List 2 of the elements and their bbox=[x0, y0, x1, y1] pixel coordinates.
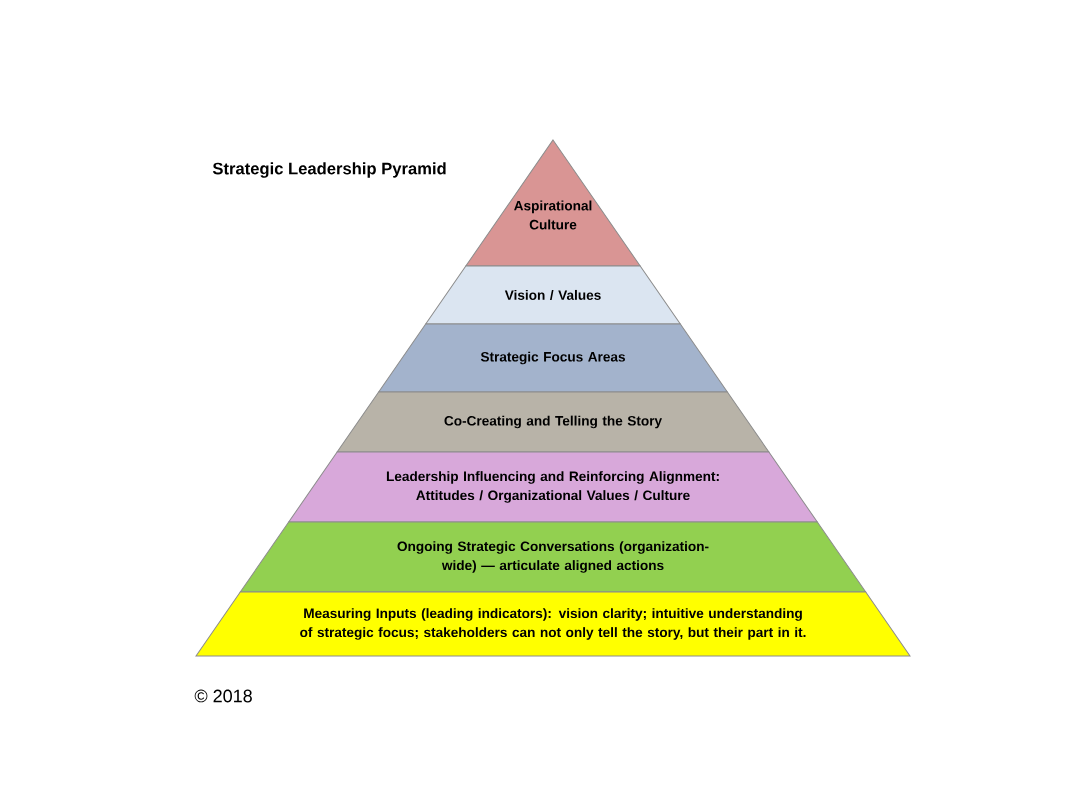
title: Strategic Leadership Pyramid bbox=[212, 162, 446, 178]
copyright-note: © 2018 bbox=[194, 689, 252, 703]
